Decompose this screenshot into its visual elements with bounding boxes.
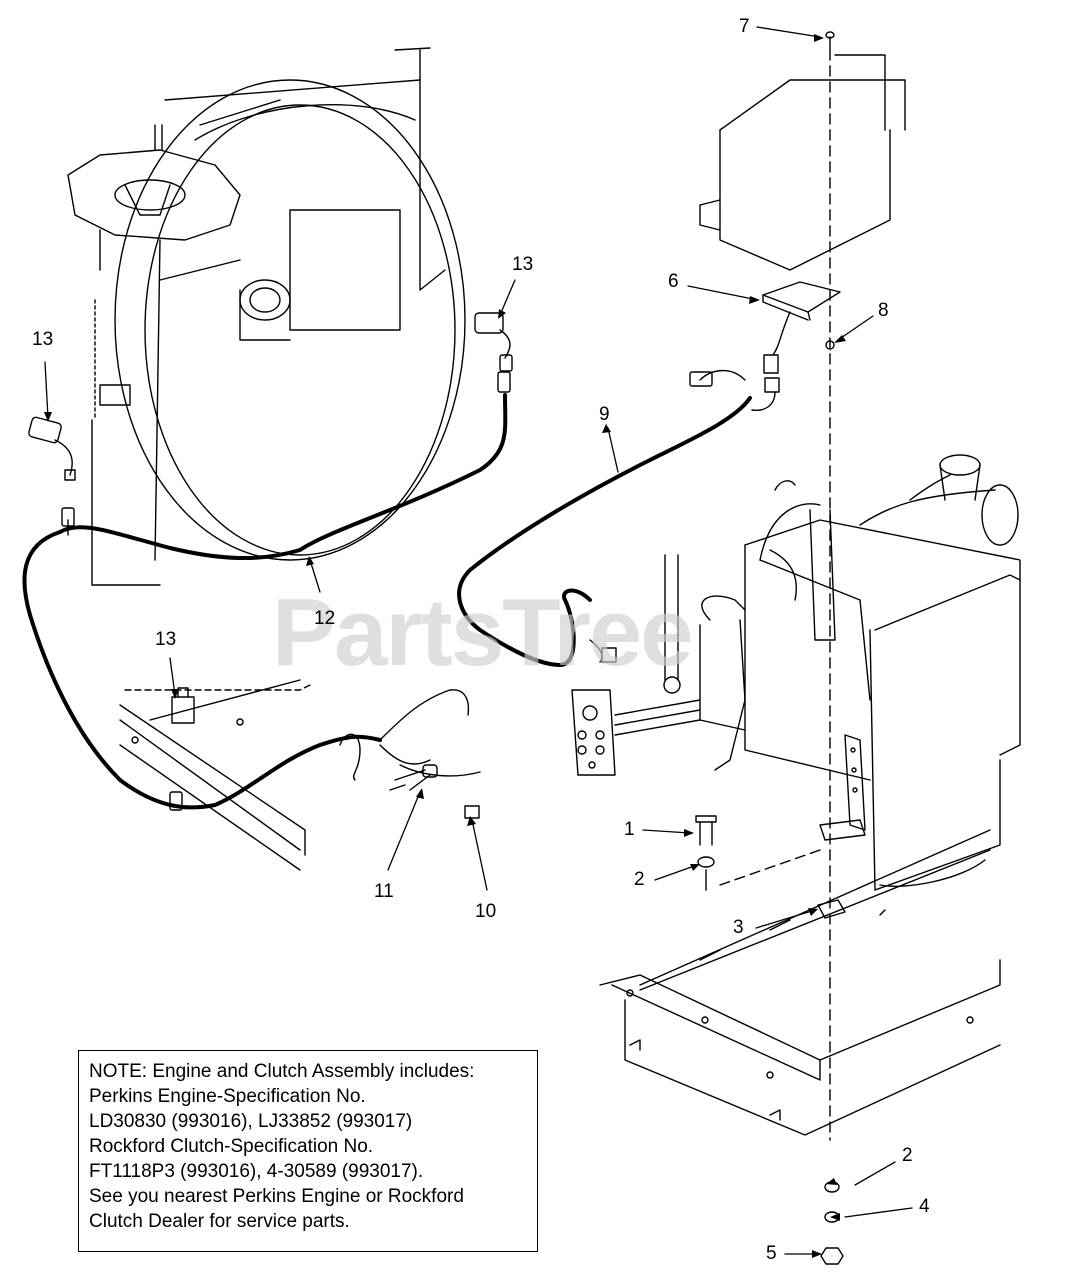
callout-13-lower: 13 — [155, 629, 177, 650]
callout-13-top: 13 — [512, 254, 534, 275]
note-line: Perkins Engine-Specification No. — [89, 1086, 366, 1107]
note-line: LD30830 (993016), LJ33852 (993017) — [89, 1111, 413, 1132]
wiring-harness-12 — [22, 393, 508, 810]
callout-4: 4 — [919, 1196, 930, 1217]
callout-2-lower: 2 — [902, 1145, 913, 1166]
note-line: Rockford Clutch-Specification No. — [89, 1136, 374, 1157]
callout-2-upper: 2 — [634, 869, 645, 890]
callout-6: 6 — [668, 271, 679, 292]
callout-3: 3 — [733, 917, 744, 938]
relay-bracket — [699, 31, 906, 1141]
switch-13-left — [28, 416, 76, 481]
note-line: NOTE: Engine and Clutch Assembly include… — [89, 1061, 475, 1082]
note-box: NOTE: Engine and Clutch Assembly include… — [78, 1050, 538, 1252]
leader-arrowheads — [44, 34, 846, 1258]
note-line: FT1118P3 (993016), 4-30589 (993017). — [89, 1161, 424, 1182]
callout-9: 9 — [599, 404, 610, 425]
note-line: Clutch Dealer for service parts. — [89, 1211, 350, 1232]
callout-11: 11 — [374, 881, 394, 902]
wiring-harness-9 — [457, 396, 752, 667]
harness-connectors-9 — [589, 369, 780, 663]
callout-1: 1 — [624, 819, 635, 840]
wiring-harness-11 — [339, 689, 481, 819]
callout-8: 8 — [878, 300, 889, 321]
frame-rail-left — [119, 679, 311, 871]
switch-13-top — [474, 312, 513, 372]
watermark: PartsTree — [272, 579, 694, 686]
engine-assembly — [571, 454, 1021, 891]
callout-13-left: 13 — [32, 329, 54, 350]
blower-housing — [67, 47, 466, 586]
base-frame — [599, 829, 1001, 1136]
callout-12: 12 — [314, 608, 336, 629]
hardware — [695, 815, 846, 1265]
callout-7: 7 — [739, 16, 750, 37]
leader-lines — [44, 26, 913, 1255]
callout-5: 5 — [766, 1243, 777, 1264]
callout-10: 10 — [475, 901, 497, 922]
switch-13-lower — [171, 687, 195, 724]
harness-connectors-12 — [61, 371, 511, 811]
note-line: See you nearest Perkins Engine or Rockfo… — [89, 1186, 464, 1207]
